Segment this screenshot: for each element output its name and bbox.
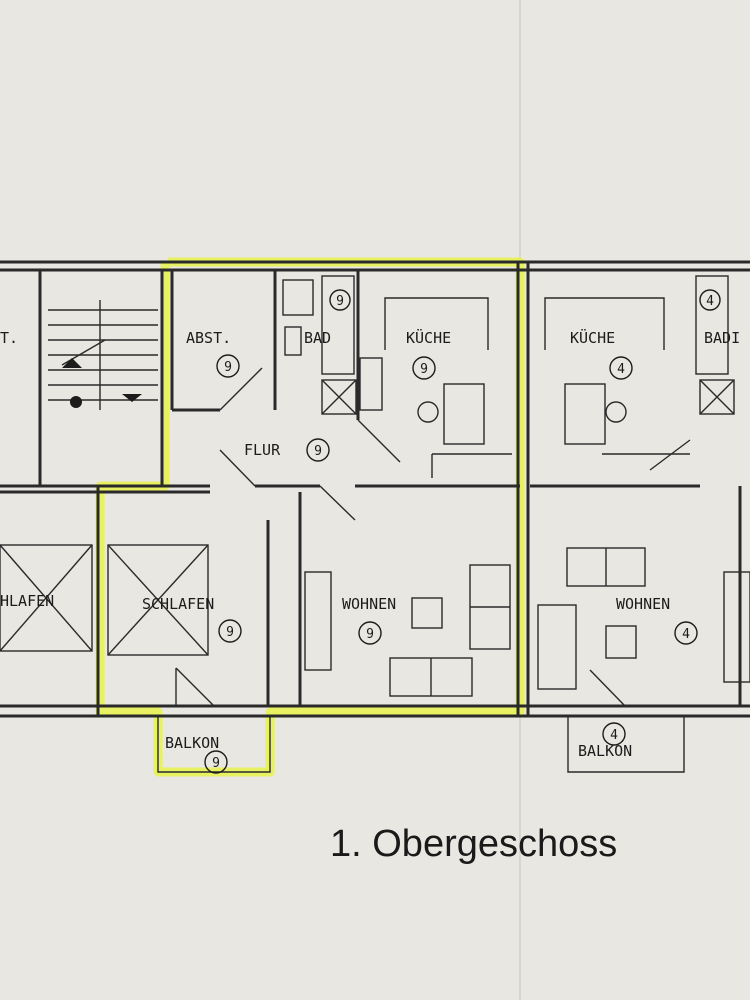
schlafen-number: 9 [226, 625, 234, 640]
wohnen-right-number: 4 [682, 627, 690, 642]
balkon-label: BALKON [165, 734, 219, 752]
schlafen-left-label: HLAFEN [0, 592, 54, 610]
balconies [157, 716, 685, 773]
bad-right-label: BADI [704, 329, 740, 347]
bathroom-fixtures [282, 275, 735, 415]
kueche-right-label: KÜCHE [570, 328, 615, 347]
balkon-right-number: 4 [610, 728, 618, 743]
bad-number: 9 [336, 294, 344, 309]
stairwell [48, 300, 158, 410]
wohnen-label: WOHNEN [342, 595, 396, 613]
flur-label: FLUR [244, 441, 281, 459]
kitchen-furniture [384, 297, 690, 478]
flur-number: 9 [314, 444, 322, 459]
balkon-right-label: BALKON [578, 742, 632, 760]
kueche-right-number: 4 [617, 362, 625, 377]
door-swings [175, 367, 691, 707]
room-labels: T. ABST. 9 BAD 9 KÜCHE 9 FLUR 9 HLAFEN S… [0, 289, 740, 774]
abstell-label: ABST. [186, 329, 231, 347]
wohnen-right-label: WOHNEN [616, 595, 670, 613]
living-furniture [304, 547, 750, 697]
balkon-number: 9 [212, 756, 220, 771]
floor-title: 1. Obergeschoss [330, 823, 617, 865]
stair-left-label: T. [0, 329, 18, 347]
schlafen-label: SCHLAFEN [142, 595, 214, 613]
kueche-label: KÜCHE [406, 328, 451, 347]
wohnen-number: 9 [366, 627, 374, 642]
walls [0, 260, 750, 718]
bad-right-number: 4 [706, 294, 714, 309]
kueche-number: 9 [420, 362, 428, 377]
bad-label: BAD [304, 329, 331, 347]
abstell-number: 9 [224, 360, 232, 375]
bedroom-beds [0, 544, 209, 656]
